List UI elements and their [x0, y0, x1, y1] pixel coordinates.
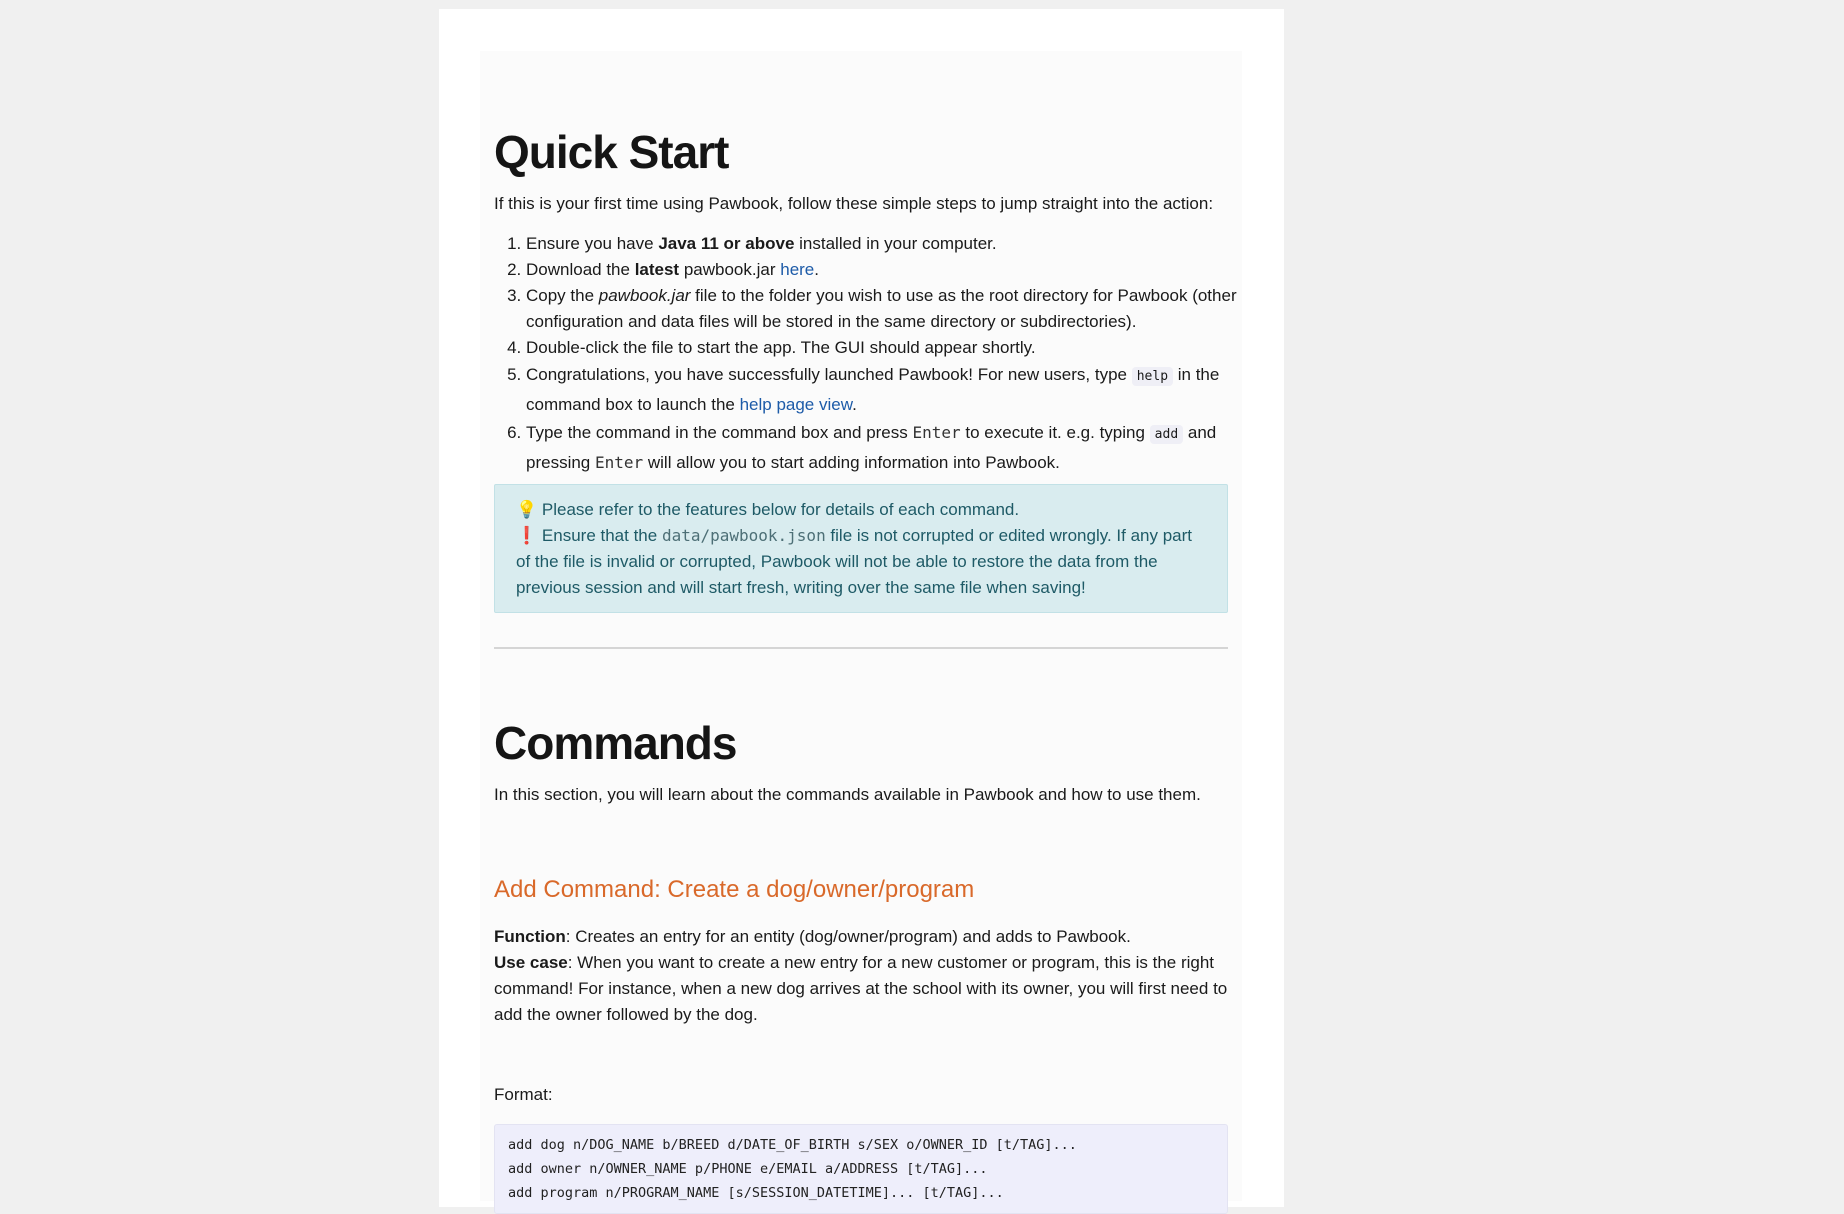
add-command-heading: Add Command: Create a dog/owner/program — [494, 876, 975, 903]
content-area: Quick Start If this is your first time u… — [480, 51, 1242, 1214]
lightbulb-icon: 💡 — [516, 500, 538, 519]
step-5: Congratulations, you have successfully l… — [526, 361, 1260, 419]
step-2: Download the latest pawbook.jar here. — [526, 257, 1260, 283]
format-label: Format: — [494, 1085, 553, 1104]
quick-start-steps: Ensure you have Java 11 or above install… — [494, 231, 1260, 477]
document-page: Quick Start If this is your first time u… — [439, 9, 1284, 1214]
notice-tip: 💡 Please refer to the features below for… — [516, 500, 1020, 519]
section-divider — [494, 647, 1228, 649]
step-1: Ensure you have Java 11 or above install… — [526, 231, 1260, 257]
add-code: add — [1149, 425, 1184, 444]
step-4: Double-click the file to start the app. … — [526, 335, 1260, 361]
info-notice: 💡 Please refer to the features below for… — [494, 484, 1228, 613]
format-code-block: add dog n/DOG_NAME b/BREED d/DATE_OF_BIR… — [494, 1124, 1228, 1214]
commands-intro: In this section, you will learn about th… — [494, 785, 1201, 804]
download-here-link[interactable]: here — [780, 260, 815, 279]
step-6: Type the command in the command box and … — [526, 419, 1260, 477]
function-line: Function: Creates an entry for an entity… — [494, 927, 1131, 946]
quick-start-intro: If this is your first time using Pawbook… — [494, 194, 1214, 213]
help-page-link[interactable]: help page view — [739, 395, 853, 414]
commands-heading: Commands — [494, 717, 737, 769]
quick-start-heading: Quick Start — [494, 126, 729, 178]
exclamation-icon: ❗ — [516, 526, 538, 545]
format-line-program: add program n/PROGRAM_NAME [s/SESSION_DA… — [508, 1185, 1004, 1201]
usecase-line: Use case: When you want to create a new … — [494, 953, 1228, 1024]
format-line-dog: add dog n/DOG_NAME b/BREED d/DATE_OF_BIR… — [508, 1137, 1077, 1153]
notice-warning: ❗ Ensure that the data/pawbook.json file… — [516, 526, 1193, 597]
format-line-owner: add owner n/OWNER_NAME p/PHONE e/EMAIL a… — [508, 1161, 988, 1177]
help-code: help — [1131, 367, 1174, 386]
add-command-description: Function: Creates an entry for an entity… — [494, 924, 1228, 1028]
step-3: Copy the pawbook.jar file to the folder … — [526, 283, 1260, 335]
